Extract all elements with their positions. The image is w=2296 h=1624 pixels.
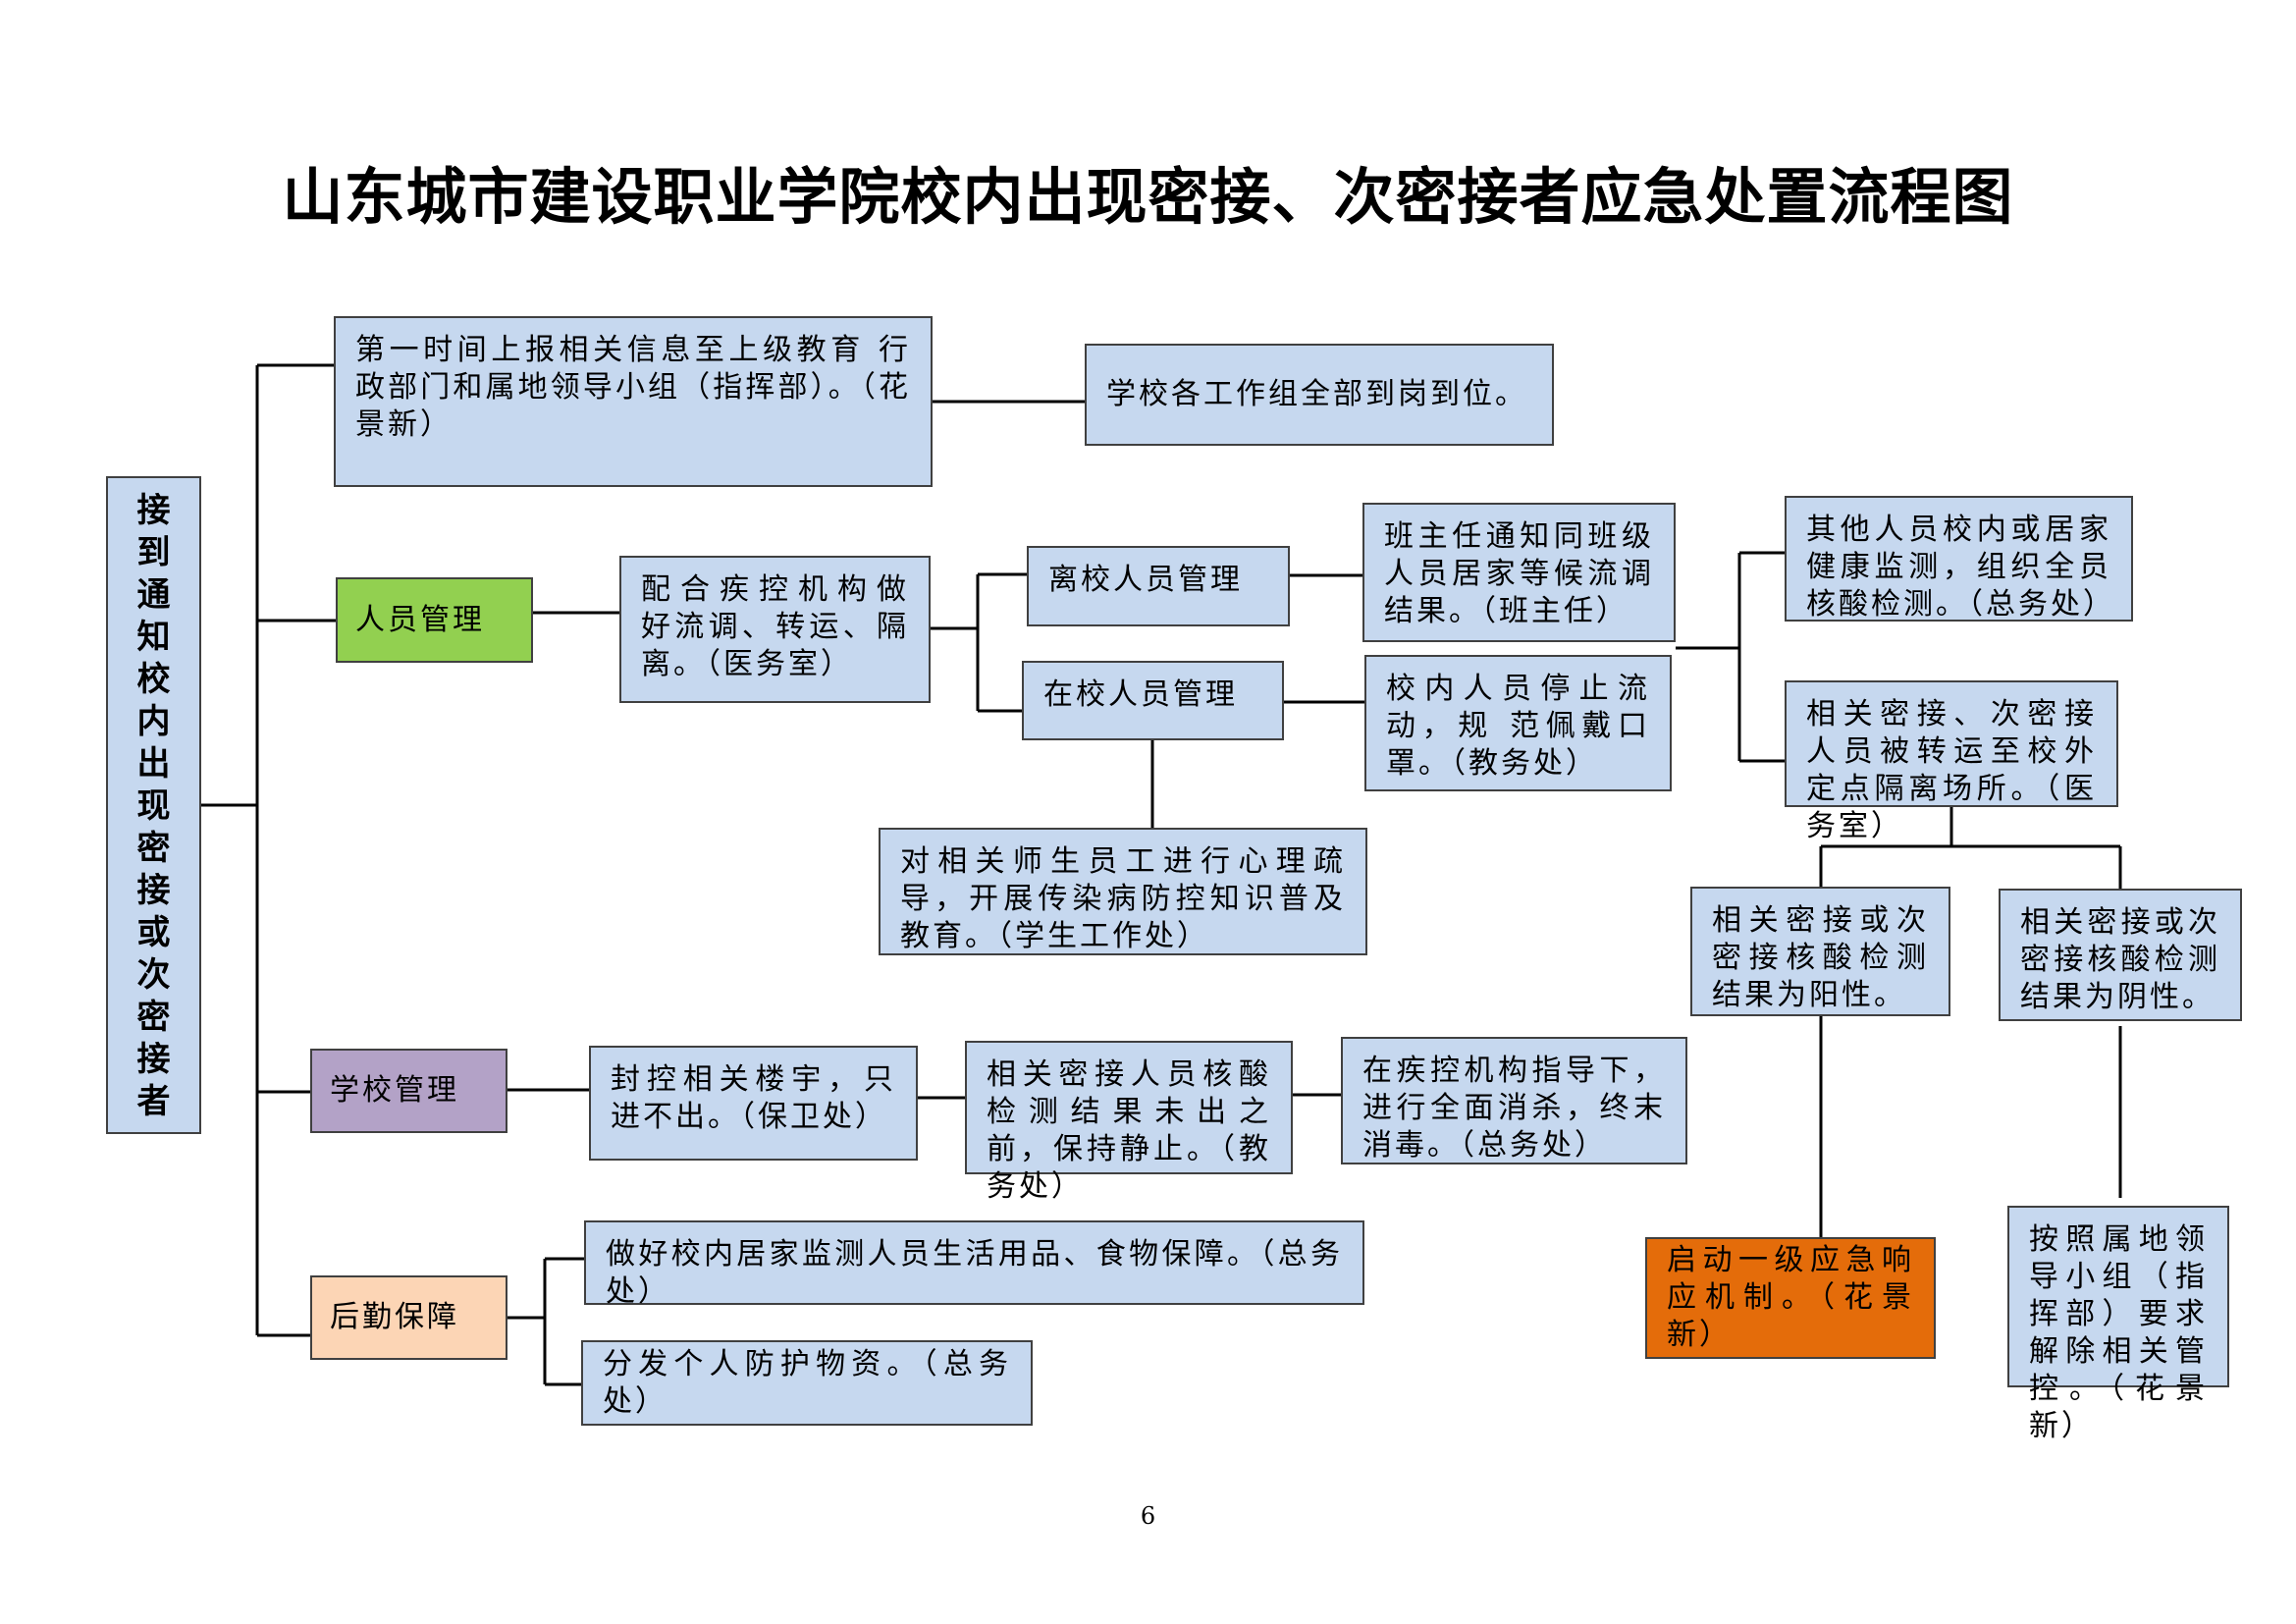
report-box: 第一时间上报相关信息至上级教育 行政部门和属地领导小组（指挥部）。（花景新） — [334, 316, 933, 487]
root-char: 次 — [136, 955, 171, 995]
root-box: 接到通知校内出现密接或次密接者 — [106, 476, 201, 1134]
root-char: 密 — [136, 829, 171, 868]
root-char: 通 — [136, 575, 171, 615]
all-groups-box: 学校各工作组全部到岗到位。 — [1085, 344, 1554, 446]
root-char: 或 — [136, 913, 171, 952]
seal-building-box: 封控相关楼宇，只进不出。（保卫处） — [589, 1046, 918, 1161]
page-number: 6 — [1140, 1502, 1156, 1530]
root-label: 接到通知校内出现密接或次密接者 — [116, 490, 191, 1123]
level1-response-box: 启动一级应急响应机制。（花景新） — [1645, 1237, 1936, 1359]
wait-result-box: 相关密接人员核酸检测结果未出之前，保持静止。（教务处） — [965, 1041, 1293, 1204]
positive-result-box: 相关密接或次密接核酸检测结果为阳性。 — [1690, 887, 1950, 1016]
root-char: 接 — [136, 871, 171, 910]
logistics-box: 后勤保障 — [310, 1275, 507, 1360]
supplies-box: 做好校内居家监测人员生活用品、食物保障。（总务处） — [584, 1220, 1364, 1309]
psych-box: 对相关师生员工进行心理疏导，开展传染病防控知识普及教育。（学生工作处） — [879, 828, 1367, 955]
cdc-cooperate-box: 配合疾控机构做 好流调、转运、隔离。（医务室） — [619, 556, 931, 703]
transfer-box: 相关密接、次密接人员被转运至校外定点隔离场所。（医务室） — [1785, 680, 2118, 843]
ppe-box: 分发个人防护物资。（总务处） — [581, 1340, 1033, 1426]
root-char: 内 — [136, 702, 171, 741]
page-title: 山东城市建设职业学院校内出现密接、次密接者应急处置流程图 — [282, 161, 2014, 233]
root-char: 到 — [136, 533, 171, 572]
root-char: 接 — [136, 1040, 171, 1079]
root-char: 者 — [136, 1082, 171, 1121]
disinfect-box: 在疾控机构指导下，进行全面消杀，终末消毒。（总务处） — [1341, 1037, 1687, 1164]
root-char: 密 — [136, 998, 171, 1037]
negative-result-box: 相关密接或次密接核酸检测结果为阴性。 — [1999, 889, 2242, 1021]
lift-control-box: 按照属地领导小组（指挥部）要求解除相关管控。（花景新） — [2007, 1206, 2229, 1443]
root-char: 出 — [136, 744, 171, 784]
on-campus-staff-box: 在校人员管理 — [1022, 661, 1284, 740]
stop-flow-box: 校内人员停止流动，规 范佩戴口罩。（教务处） — [1364, 655, 1672, 791]
root-char: 现 — [136, 786, 171, 826]
root-char: 接 — [136, 491, 171, 530]
others-monitor-box: 其他人员校内或居家健康监测，组织全员核酸检测。（总务处） — [1785, 496, 2133, 622]
personnel-management-box: 人员管理 — [336, 577, 533, 663]
root-char: 知 — [136, 618, 171, 657]
school-management-box: 学校管理 — [310, 1049, 507, 1133]
leaving-staff-box: 离校人员管理 — [1027, 546, 1290, 626]
root-char: 校 — [136, 660, 171, 699]
head-teacher-box: 班主任通知同班级人员居家等候流调结果。（班主任） — [1362, 503, 1676, 642]
